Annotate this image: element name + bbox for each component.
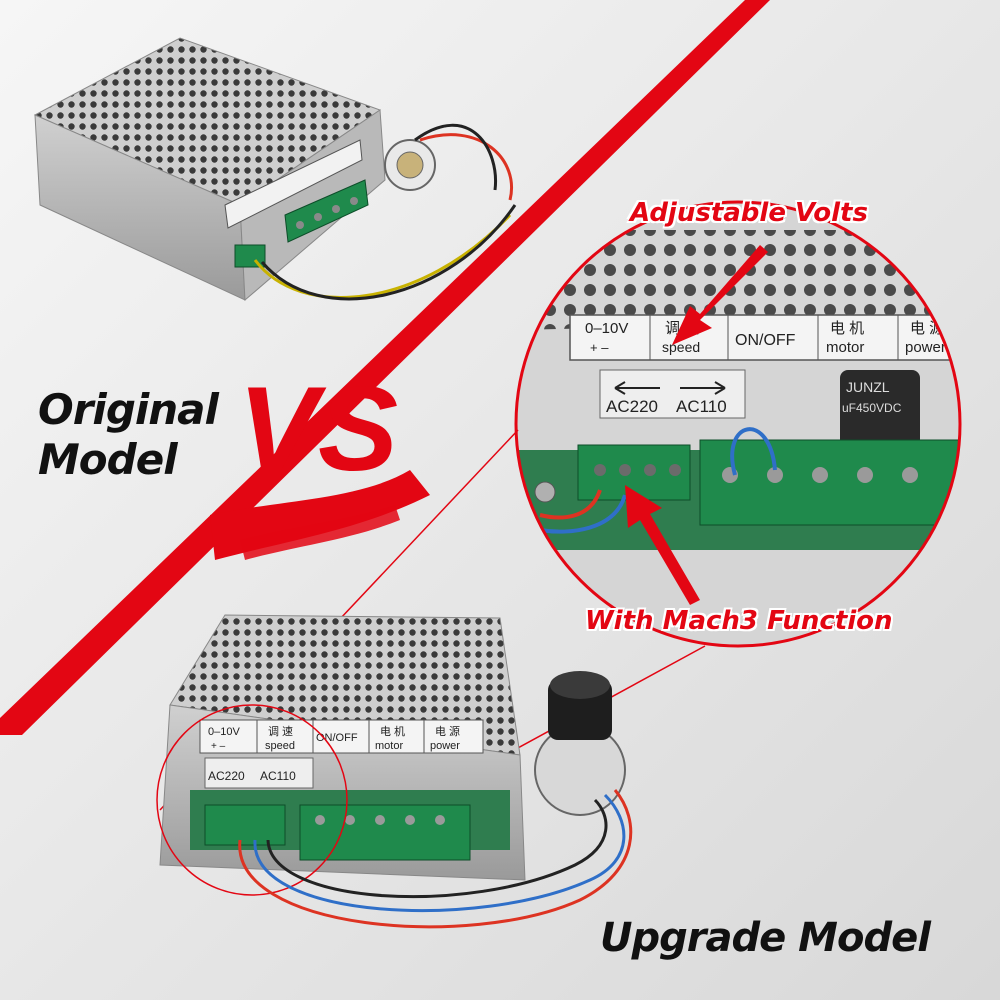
panel-label-onoff: ON/OFF xyxy=(316,732,358,744)
panel-label-motor-cn: 电 机 xyxy=(380,724,405,738)
upgrade-model-device: 0–10V + – 调 速 speed ON/OFF 电 机 motor 电 源… xyxy=(156,614,633,929)
panel-label-speed-cn: 调 速 xyxy=(268,725,293,738)
vs-text: VS xyxy=(238,362,398,496)
zoom-label-polarity: + – xyxy=(590,340,609,355)
zoom-label-motor: motor xyxy=(826,339,864,356)
original-model-label: Original Model xyxy=(38,385,219,484)
zoom-label-capacitor: uF450VDC xyxy=(842,401,902,415)
panel-label-ac110: AC110 xyxy=(260,769,296,783)
vs-emblem: VS xyxy=(210,362,430,560)
zoom-circle: 0–10V + – 调 速 speed ON/OFF 电 机 motor 电 源… xyxy=(514,200,962,648)
zoom-label-motor-cn: 电 机 xyxy=(830,320,864,337)
panel-label-ac220: AC220 xyxy=(208,769,245,783)
diagonal-divider xyxy=(0,0,770,735)
mach3-function-label: With Mach3 Function xyxy=(585,606,893,636)
panel-label-speed: speed xyxy=(265,740,295,752)
zoom-label-brand: JUNZL xyxy=(846,379,890,395)
zoom-label-ac110: AC110 xyxy=(676,397,727,416)
upgrade-model-label: Upgrade Model xyxy=(600,915,931,961)
panel-label-voltage: 0–10V xyxy=(208,726,240,738)
original-model-device xyxy=(33,37,517,302)
panel-label-motor: motor xyxy=(375,740,403,752)
zoom-label-onoff: ON/OFF xyxy=(735,332,796,349)
panel-label-power-cn: 电 源 xyxy=(435,724,460,738)
panel-label-power: power xyxy=(430,740,460,752)
panel-label-polarity: + – xyxy=(211,741,226,752)
zoom-label-power: power xyxy=(905,339,946,356)
zoom-label-voltage: 0–10V xyxy=(585,320,628,337)
zoom-label-speed: speed xyxy=(662,339,700,355)
adjustable-volts-label: Adjustable Volts xyxy=(630,198,868,228)
zoom-label-ac220: AC220 xyxy=(606,397,658,416)
